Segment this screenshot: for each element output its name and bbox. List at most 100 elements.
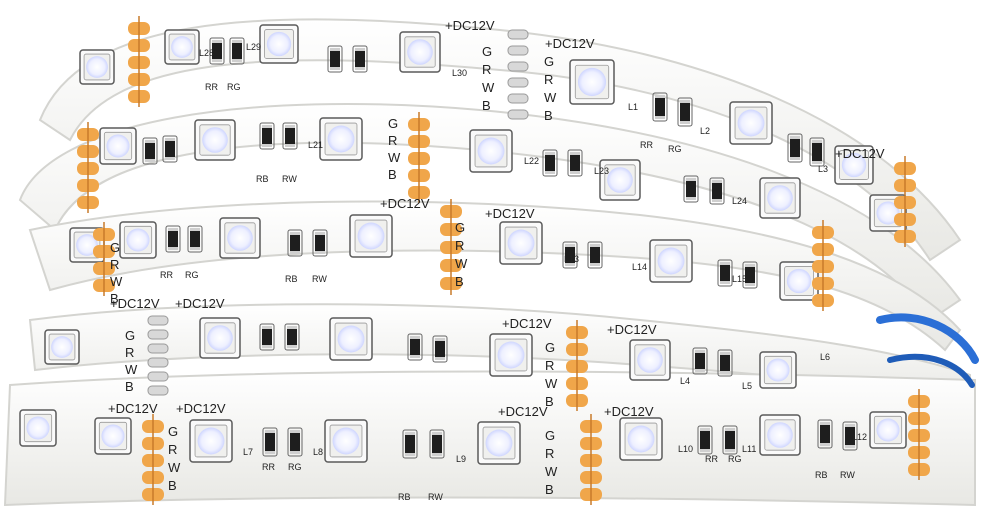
voltage-label: +DC12V <box>176 401 226 416</box>
led-label: L7 <box>243 447 253 457</box>
channel-letter: G <box>388 116 398 131</box>
blue-wire-2 <box>887 353 975 388</box>
led-chip-icon <box>164 29 200 65</box>
resistor-label: RW <box>312 274 327 284</box>
resistor-label: RB <box>285 274 298 284</box>
led-chip-icon <box>489 333 533 377</box>
led-chip-icon <box>99 127 137 165</box>
led-chip-icon <box>329 317 373 361</box>
voltage-label: +DC12V <box>108 401 158 416</box>
resistor-icon <box>282 122 298 150</box>
led-label: L24 <box>732 196 747 206</box>
resistor-icon <box>542 149 558 177</box>
voltage-label: +DC12V <box>485 206 535 221</box>
channel-letter: B <box>545 394 554 409</box>
solder-joint-icon <box>507 93 529 104</box>
resistor-icon <box>229 37 245 65</box>
resistor-icon <box>287 229 303 257</box>
resistor-icon <box>652 92 668 122</box>
channel-letter: G <box>482 44 492 59</box>
resistor-icon <box>809 137 825 167</box>
resistor-icon <box>587 241 603 269</box>
led-label: L1 <box>628 102 638 112</box>
resistor-label: RR <box>160 270 173 280</box>
led-label: L13 <box>564 254 579 264</box>
led-label: L22 <box>524 156 539 166</box>
led-chip-icon <box>569 59 615 105</box>
resistor-label: RW <box>840 470 855 480</box>
resistor-icon <box>717 349 733 377</box>
channel-letter: R <box>388 133 397 148</box>
resistor-label: RG <box>227 82 241 92</box>
channel-letter: G <box>545 428 555 443</box>
channel-letter: W <box>168 460 181 475</box>
led-label: L2 <box>700 126 710 136</box>
led-chip-icon <box>349 214 393 258</box>
resistor-icon <box>683 175 699 203</box>
resistor-icon <box>142 137 158 165</box>
led-chip-icon <box>469 129 513 173</box>
solder-joint-icon <box>507 77 529 88</box>
resistor-icon <box>259 122 275 150</box>
resistor-label: RG <box>288 462 302 472</box>
led-chip-icon <box>399 31 441 73</box>
led-label: L23 <box>594 166 609 176</box>
channel-letter: B <box>544 108 553 123</box>
resistor-icon <box>259 323 275 351</box>
resistor-icon <box>312 229 328 257</box>
voltage-label: +DC12V <box>502 316 552 331</box>
channel-letter: G <box>455 220 465 235</box>
resistor-icon <box>697 425 713 455</box>
channel-letter: B <box>388 167 397 182</box>
resistor-icon <box>287 427 303 457</box>
resistor-label: RR <box>205 82 218 92</box>
solder-joint-icon <box>147 357 169 368</box>
channel-letter: G <box>544 54 554 69</box>
led-chip-icon <box>759 414 801 456</box>
led-chip-icon <box>259 24 299 64</box>
resistor-icon <box>327 45 343 73</box>
strip-components <box>19 16 930 505</box>
resistor-icon <box>742 261 758 289</box>
resistor-icon <box>162 135 178 163</box>
resistor-icon <box>187 225 203 253</box>
resistor-label: RB <box>256 174 269 184</box>
solder-joint-icon <box>507 61 529 72</box>
resistor-icon <box>817 419 833 449</box>
solder-joint-icon <box>507 109 529 120</box>
led-label: L30 <box>452 68 467 78</box>
voltage-label: +DC12V <box>545 36 595 51</box>
voltage-label: +DC12V <box>498 404 548 419</box>
led-chip-icon <box>599 159 641 201</box>
resistor-icon <box>165 225 181 253</box>
led-label: L14 <box>632 262 647 272</box>
channel-letter: R <box>110 257 119 272</box>
led-label: L12 <box>852 432 867 442</box>
channel-letter: W <box>544 90 557 105</box>
resistor-label: RG <box>185 270 199 280</box>
led-chip-icon <box>119 221 157 259</box>
channel-letter: W <box>455 256 468 271</box>
led-chip-icon <box>19 409 57 447</box>
channel-letter: B <box>455 274 464 289</box>
solder-joint-icon <box>147 371 169 382</box>
resistor-icon <box>209 37 225 65</box>
voltage-label: +DC12V <box>835 146 885 161</box>
resistor-label: RG <box>668 144 682 154</box>
channel-letter: B <box>110 291 119 306</box>
led-label: L3 <box>818 164 828 174</box>
resistor-label: RB <box>815 470 828 480</box>
voltage-label: +DC12V <box>380 196 430 211</box>
channel-letter: W <box>388 150 401 165</box>
led-chip-icon <box>834 145 874 185</box>
channel-letter: W <box>545 376 558 391</box>
channel-letter: W <box>482 80 495 95</box>
resistor-icon <box>402 429 418 459</box>
resistor-icon <box>709 177 725 205</box>
channel-letter: B <box>545 482 554 497</box>
resistor-icon <box>429 429 445 459</box>
channel-letter: W <box>545 464 558 479</box>
